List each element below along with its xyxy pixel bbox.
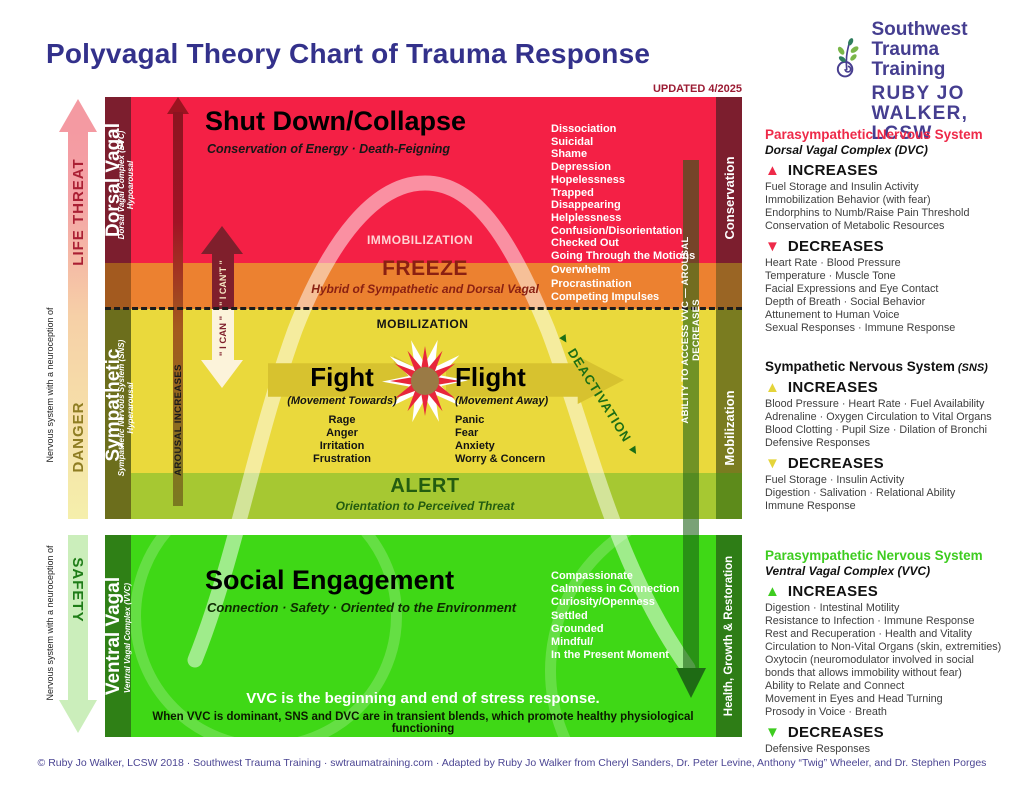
i-can-label: " I CAN " [217, 315, 229, 357]
brand-line: Training [871, 59, 946, 80]
flight-subtitle: (Movement Away) [455, 395, 549, 407]
panel-sympathetic-sns: Sympathetic Nervous System (SNS) ▲ INCREA… [765, 359, 1021, 513]
shutdown-subtitle: Conservation of Energy · Death-Feigning [207, 142, 451, 156]
plant-logo-icon [836, 38, 859, 78]
decreases-list: Defensive Responses [765, 743, 871, 755]
safety-arrow-head-icon [59, 700, 97, 733]
panel-subtitle: Dorsal Vagal Complex (DVC) [765, 143, 928, 157]
danger-label: DANGER [69, 401, 87, 473]
increase-triangle-icon: ▲ [765, 582, 780, 600]
mobilization-strip-label: Mobilization [721, 390, 737, 466]
updated-badge: UPDATED 4/2025 [652, 83, 742, 95]
decrease-triangle-icon: ▼ [765, 237, 780, 255]
strip-freeze [716, 263, 742, 309]
decrease-triangle-icon: ▼ [765, 723, 780, 741]
decreases-label: DECREASES [787, 724, 884, 741]
sidebar-ventral-vagal [105, 535, 131, 737]
immobilization-label: IMMOBILIZATION [366, 233, 474, 247]
decrease-triangle-icon: ▼ [765, 454, 780, 472]
increase-triangle-icon: ▲ [765, 161, 780, 179]
strip-health [716, 535, 742, 737]
strip-mobilization [716, 309, 742, 473]
sidebar-sympathetic [105, 309, 131, 519]
freeze-title: FREEZE [382, 257, 468, 280]
health-strip-label: Health, Growth & Restoration [723, 555, 735, 717]
panel-subtitle: Ventral Vagal Complex (VVC) [765, 564, 931, 578]
threat-arrow-icon [68, 130, 88, 519]
deactivation-arrowhead-icon: ▶ [628, 444, 642, 457]
sidebar-freeze [105, 263, 131, 309]
brand-name: Southwest Trauma Training RUBY JO WALKER… [871, 20, 1024, 144]
panel-title: Parasympathetic Nervous System [765, 127, 983, 142]
brand-line: Trauma [871, 39, 940, 60]
flight-title: Flight [455, 362, 526, 392]
panel-parasympathetic-dvc: Parasympathetic Nervous System Dorsal Va… [765, 127, 1021, 335]
social-engagement-subtitle: Connection · Safety · Oriented to the En… [207, 600, 517, 615]
sympathetic-subtitle: Sympathetic Nervous System (SNS) Hyperar… [117, 339, 135, 477]
freeze-feelings-list: Overwhelm Procrastination Competing Impu… [551, 264, 660, 303]
freeze-subtitle: Hybrid of Sympathetic and Dorsal Vagal [311, 282, 539, 296]
threat-arrow-head-icon [59, 99, 97, 132]
ventral-vagal-subtitle: Ventral Vagal Complex (VVC) [122, 582, 132, 694]
freeze-mobilization-divider [105, 307, 742, 310]
panel-title: Sympathetic Nervous System (SNS) [765, 359, 988, 374]
fight-subtitle: (Movement Towards) [287, 395, 397, 407]
strip-alert [716, 473, 742, 519]
panel-title-suffix: (SNS) [954, 362, 988, 374]
increases-label: INCREASES [787, 379, 879, 396]
increase-triangle-icon: ▲ [765, 378, 780, 396]
vvc-footnote: When VVC is dominant, SNS and DVC are in… [152, 711, 694, 735]
social-feelings-list: Compassionate Calmness in Connection Cur… [551, 570, 680, 662]
arousal-increases-label: AROUSAL INCREASES [172, 364, 184, 476]
vvc-footnote-bold: VVC is the beginning and end of stress r… [246, 690, 600, 707]
increases-label: INCREASES [787, 583, 879, 600]
safety-arrow-icon [68, 535, 88, 702]
brand-tagline: RUBY JO WALKER, LCSW [871, 83, 969, 144]
safety-label: SAFETY [69, 557, 87, 623]
flight-feelings-list: Panic Fear Anxiety Worry & Concern [455, 414, 546, 465]
decreases-list: Fuel Storage · Insulin Activity Digestio… [765, 474, 956, 512]
social-engagement-title: Social Engagement [205, 565, 455, 595]
panel-title: Parasympathetic Nervous System [765, 548, 983, 563]
alert-subtitle: Orientation to Perceived Threat [335, 499, 515, 513]
shutdown-feelings-list: Dissociation Suicidal Shame Depression H… [551, 123, 696, 263]
conservation-strip-label: Conservation [721, 156, 737, 240]
brand-line: Southwest [871, 19, 968, 40]
decreases-label: DECREASES [787, 455, 884, 472]
increases-list: Fuel Storage and Insulin Activity Immobi… [765, 181, 970, 232]
copyright-footer: © Ruby Jo Walker, LCSW 2018 · Southwest … [37, 757, 987, 769]
page-title: Polyvagal Theory Chart of Trauma Respons… [46, 38, 651, 69]
neuroception-label-bottom: Nervous system with a neuroception of [45, 545, 55, 701]
brand-logo: Southwest Trauma Training RUBY JO WALKER… [830, 20, 1024, 144]
shutdown-title: Shut Down/Collapse [205, 106, 467, 136]
panel-parasympathetic-vvc: Parasympathetic Nervous System Ventral V… [765, 548, 1021, 756]
decreases-label: DECREASES [787, 238, 884, 255]
ability-to-access-vvc-label: ABILITY TO ACCESS VVC — AROUSAL DECREASE… [680, 236, 702, 424]
fight-title: Fight [310, 362, 374, 392]
deactivation-arrowhead-icon: ▶ [559, 332, 572, 345]
dorsal-vagal-subtitle: Dorsal Vagal Complex (DVC) Hypoarousal [117, 130, 135, 240]
fight-feelings-list: Rage Anger Irritation Frustration [312, 414, 372, 465]
neuroception-label-top: Nervous system with a neuroception of [45, 307, 55, 463]
mobilization-label: MOBILIZATION [376, 317, 469, 331]
increases-label: INCREASES [787, 162, 879, 179]
increases-list: Blood Pressure · Heart Rate · Fuel Avail… [765, 398, 992, 449]
arousal-increases-arrow-head-icon [167, 97, 189, 114]
increases-list: Digestion · Intestinal Motility Resistan… [765, 602, 1002, 718]
life-threat-label: LIFE THREAT [69, 158, 87, 266]
decreases-list: Heart Rate · Blood Pressure Temperature … [765, 257, 956, 334]
sidebar-dorsal-vagal [105, 97, 131, 263]
i-cant-arrow-head-icon [201, 226, 243, 254]
strip-conservation [716, 97, 742, 263]
i-cant-label: " I CAN'T " [218, 260, 228, 306]
alert-title: ALERT [390, 475, 460, 497]
